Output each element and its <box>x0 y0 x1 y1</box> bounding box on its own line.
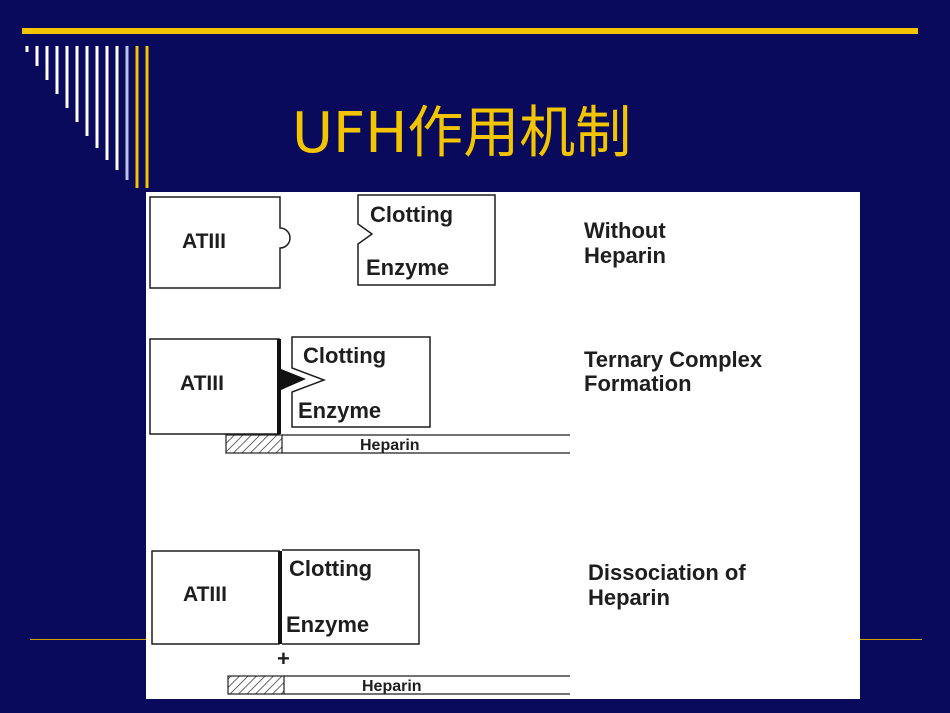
clotting-enzyme-block <box>291 336 431 428</box>
row-dissociation: ATIII Clotting Enzyme + Heparin Dissocia… <box>151 549 746 695</box>
plus-sign: + <box>277 646 290 671</box>
heparin-label: Heparin <box>362 678 422 695</box>
slide-title: UFH作用机制 <box>292 101 632 166</box>
enzyme-label-clotting: Clotting <box>289 556 372 581</box>
heparin-hatched-segment <box>225 434 283 454</box>
row-without-heparin: ATIII Clotting Enzyme Without Heparin <box>149 194 666 289</box>
atiii-block <box>149 196 291 289</box>
clotting-enzyme-block <box>282 549 420 645</box>
caption-line1: Dissociation of <box>588 560 746 585</box>
enzyme-label-enzyme: Enzyme <box>298 398 381 423</box>
atiii-label: ATIII <box>183 583 227 606</box>
enzyme-label-enzyme: Enzyme <box>286 612 369 637</box>
binding-wedge <box>281 369 306 390</box>
enzyme-label-clotting: Clotting <box>370 202 453 227</box>
caption-line1: Ternary Complex <box>584 347 763 372</box>
caption-line2: Formation <box>584 371 692 396</box>
caption-line2: Heparin <box>584 243 666 268</box>
atiii-block <box>151 550 280 645</box>
diagram-panel: ATIII Clotting Enzyme Without Heparin AT… <box>146 192 860 699</box>
mechanism-diagram: ATIII Clotting Enzyme Without Heparin AT… <box>149 194 763 695</box>
caption-line2: Heparin <box>588 585 670 610</box>
clotting-enzyme-block <box>357 194 496 286</box>
enzyme-label-enzyme: Enzyme <box>366 255 449 280</box>
stripe-decoration <box>25 46 149 188</box>
atiii-block <box>149 338 280 435</box>
top-rule <box>22 28 918 34</box>
row-ternary-complex: ATIII Clotting Enzyme Heparin Ternary Co… <box>149 336 763 454</box>
atiii-label: ATIII <box>180 372 224 395</box>
atiii-label: ATIII <box>182 230 226 253</box>
enzyme-label-clotting: Clotting <box>303 343 386 368</box>
heparin-hatched-segment <box>227 675 285 695</box>
heparin-label: Heparin <box>360 437 420 454</box>
caption-line1: Without <box>584 218 666 243</box>
